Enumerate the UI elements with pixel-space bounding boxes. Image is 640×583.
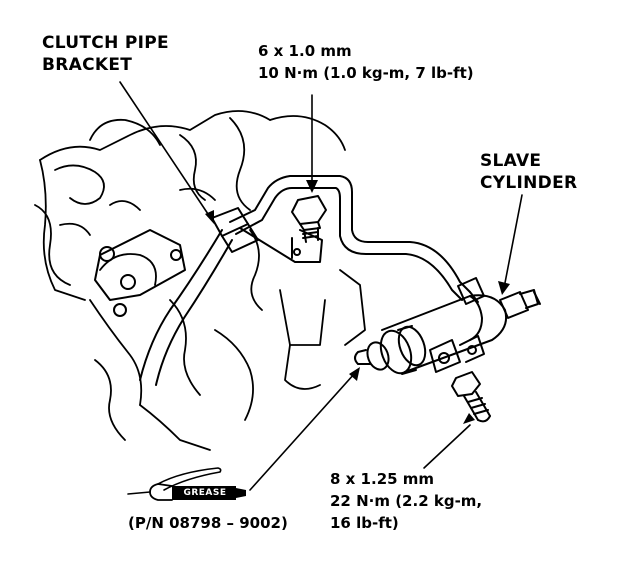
clutch-hose [139,229,233,386]
arrowheads [205,180,510,424]
label-line: SLAVE [480,151,542,171]
arrow-slave [498,281,510,295]
clutch-pipe-bracket-label: CLUTCH PIPE BRACKET [42,32,169,76]
arrow-bolt-bottom [463,413,475,424]
clutch-pipe [229,175,471,301]
bleeder-screw [499,289,541,319]
label-line: 22 N·m (2.2 kg-m, [330,492,483,510]
leader-lines [119,81,523,491]
label-line: BRACKET [42,55,133,75]
slave-cylinder [354,294,508,375]
bolt-6mm-label: 6 x 1.0 mm 10 N·m (1.0 kg-m, 7 lb-ft) [258,40,474,84]
grease-label: GREASE [183,488,227,498]
arrow-grease-point [349,367,360,381]
pipe-fitting [457,277,485,305]
bolt-6mm [291,195,327,243]
label-line: 10 N·m (1.0 kg-m, 7 lb-ft) [258,64,474,82]
part-number-label: (P/N 08798 – 9002) [128,514,288,532]
label-line: 16 lb-ft) [330,514,399,532]
slave-cylinder-label: SLAVE CYLINDER [480,150,577,194]
transmission-housing [34,110,366,451]
label-line: 6 x 1.0 mm [258,42,352,60]
bolt-8mm-label: 8 x 1.25 mm 22 N·m (2.2 kg-m, 16 lb-ft) [330,468,482,534]
label-line: 8 x 1.25 mm [330,470,435,488]
mount-plate [94,229,186,317]
grease-tube-icon [127,467,246,501]
label-line: CLUTCH PIPE [42,33,169,53]
arrow-bracket [205,210,214,224]
label-line: CYLINDER [480,173,578,193]
arrow-bolt-top [306,180,318,193]
bolt-8mm [451,371,491,423]
